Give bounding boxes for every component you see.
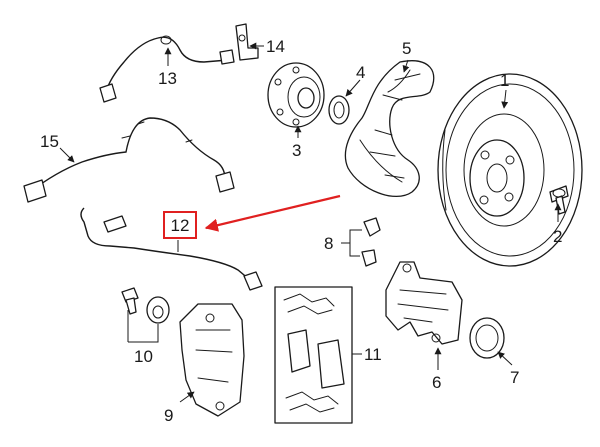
callout-6: 6 — [432, 373, 441, 392]
clip-upper — [363, 217, 381, 237]
highlight-arrow — [204, 194, 341, 232]
callout-14: 14 — [266, 37, 285, 56]
callout-4: 4 — [356, 63, 365, 82]
leader-10 — [127, 310, 159, 343]
brake-disc — [437, 73, 583, 267]
callout-12: 12 — [171, 216, 190, 235]
leader-1 — [501, 89, 509, 109]
callout-1: 1 — [500, 71, 509, 90]
speed-sensor-cable — [23, 117, 235, 203]
guide-boot — [146, 296, 170, 324]
hose-bracket — [235, 23, 259, 61]
pad-kit-box — [274, 286, 353, 424]
caliper-bracket — [179, 303, 245, 417]
callout-15: 15 — [40, 132, 59, 151]
callout-13: 13 — [158, 69, 177, 88]
piston-seal — [469, 317, 505, 359]
leader-4 — [345, 79, 361, 97]
callout-8: 8 — [324, 234, 333, 253]
callout-3: 3 — [292, 141, 301, 160]
wheel-hub — [267, 62, 325, 128]
leader-15 — [59, 147, 75, 163]
brake-hose — [99, 35, 235, 103]
leader-5 — [402, 59, 410, 73]
leader-7 — [497, 351, 513, 366]
wear-sensor-12 — [80, 207, 263, 291]
callout-9: 9 — [164, 406, 173, 425]
brake-caliper — [385, 261, 463, 345]
bearing-ring — [328, 95, 350, 125]
highlight-box — [163, 211, 197, 239]
callout-7: 7 — [510, 368, 519, 387]
callout-11: 11 — [364, 345, 382, 364]
guide-bolt — [121, 287, 139, 315]
leader-9 — [179, 391, 195, 403]
leader-8 — [341, 229, 362, 257]
callout-5: 5 — [402, 39, 411, 58]
callout-10: 10 — [134, 347, 153, 366]
clip-lower — [361, 249, 377, 267]
callout-2: 2 — [553, 227, 562, 246]
